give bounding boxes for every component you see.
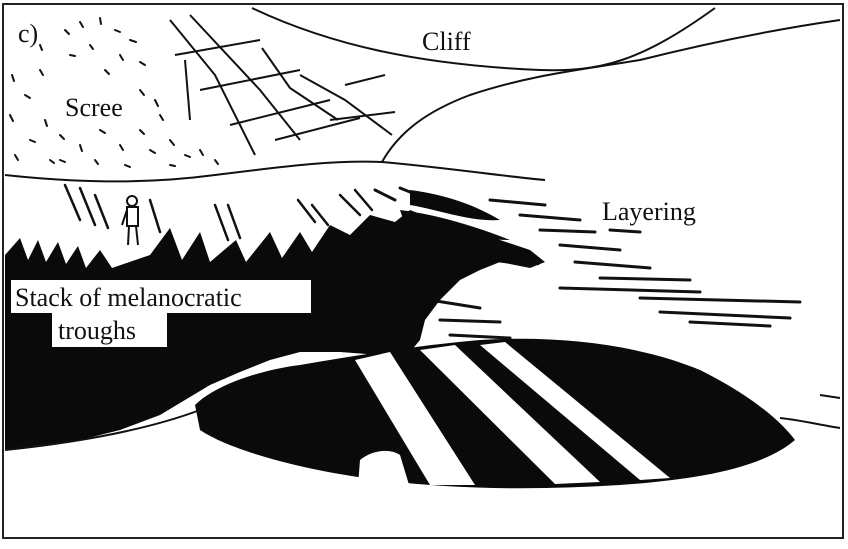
cliff-label: Cliff	[422, 27, 471, 56]
layering-label: Layering	[602, 197, 696, 226]
troughs-label-line2: troughs	[58, 316, 136, 345]
troughs-label-line1: Stack of melanocratic	[15, 283, 242, 312]
scree-label: Scree	[65, 93, 123, 122]
panel-label: c)	[18, 19, 38, 48]
